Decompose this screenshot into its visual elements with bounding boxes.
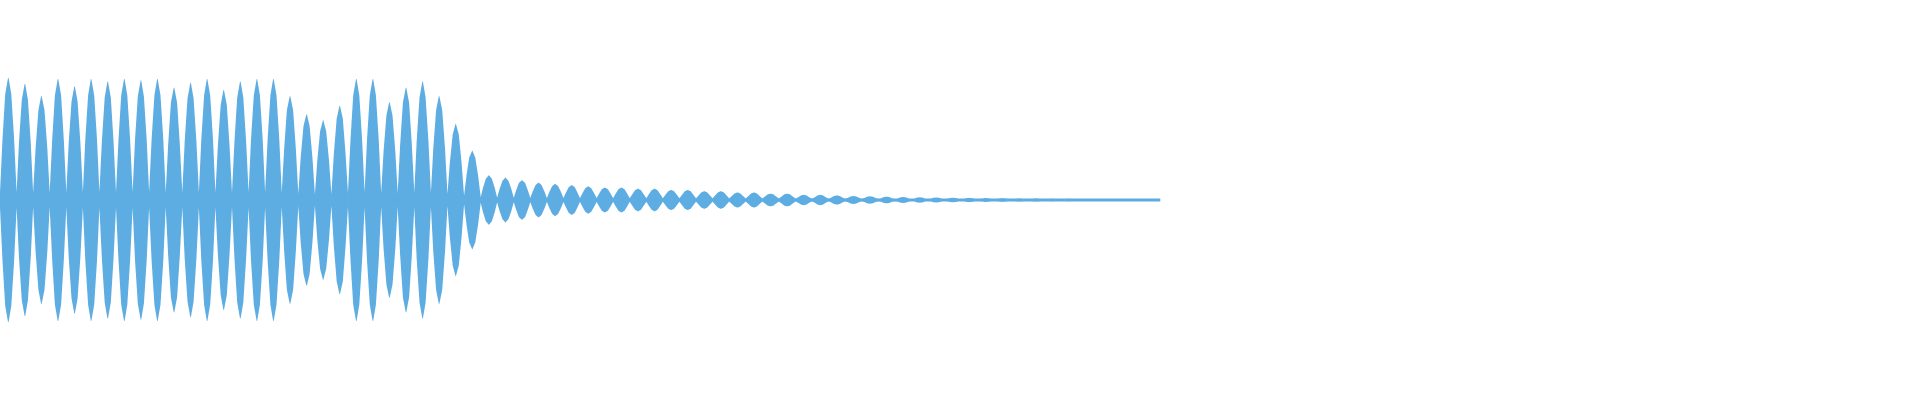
waveform-shape [0, 77, 1161, 323]
